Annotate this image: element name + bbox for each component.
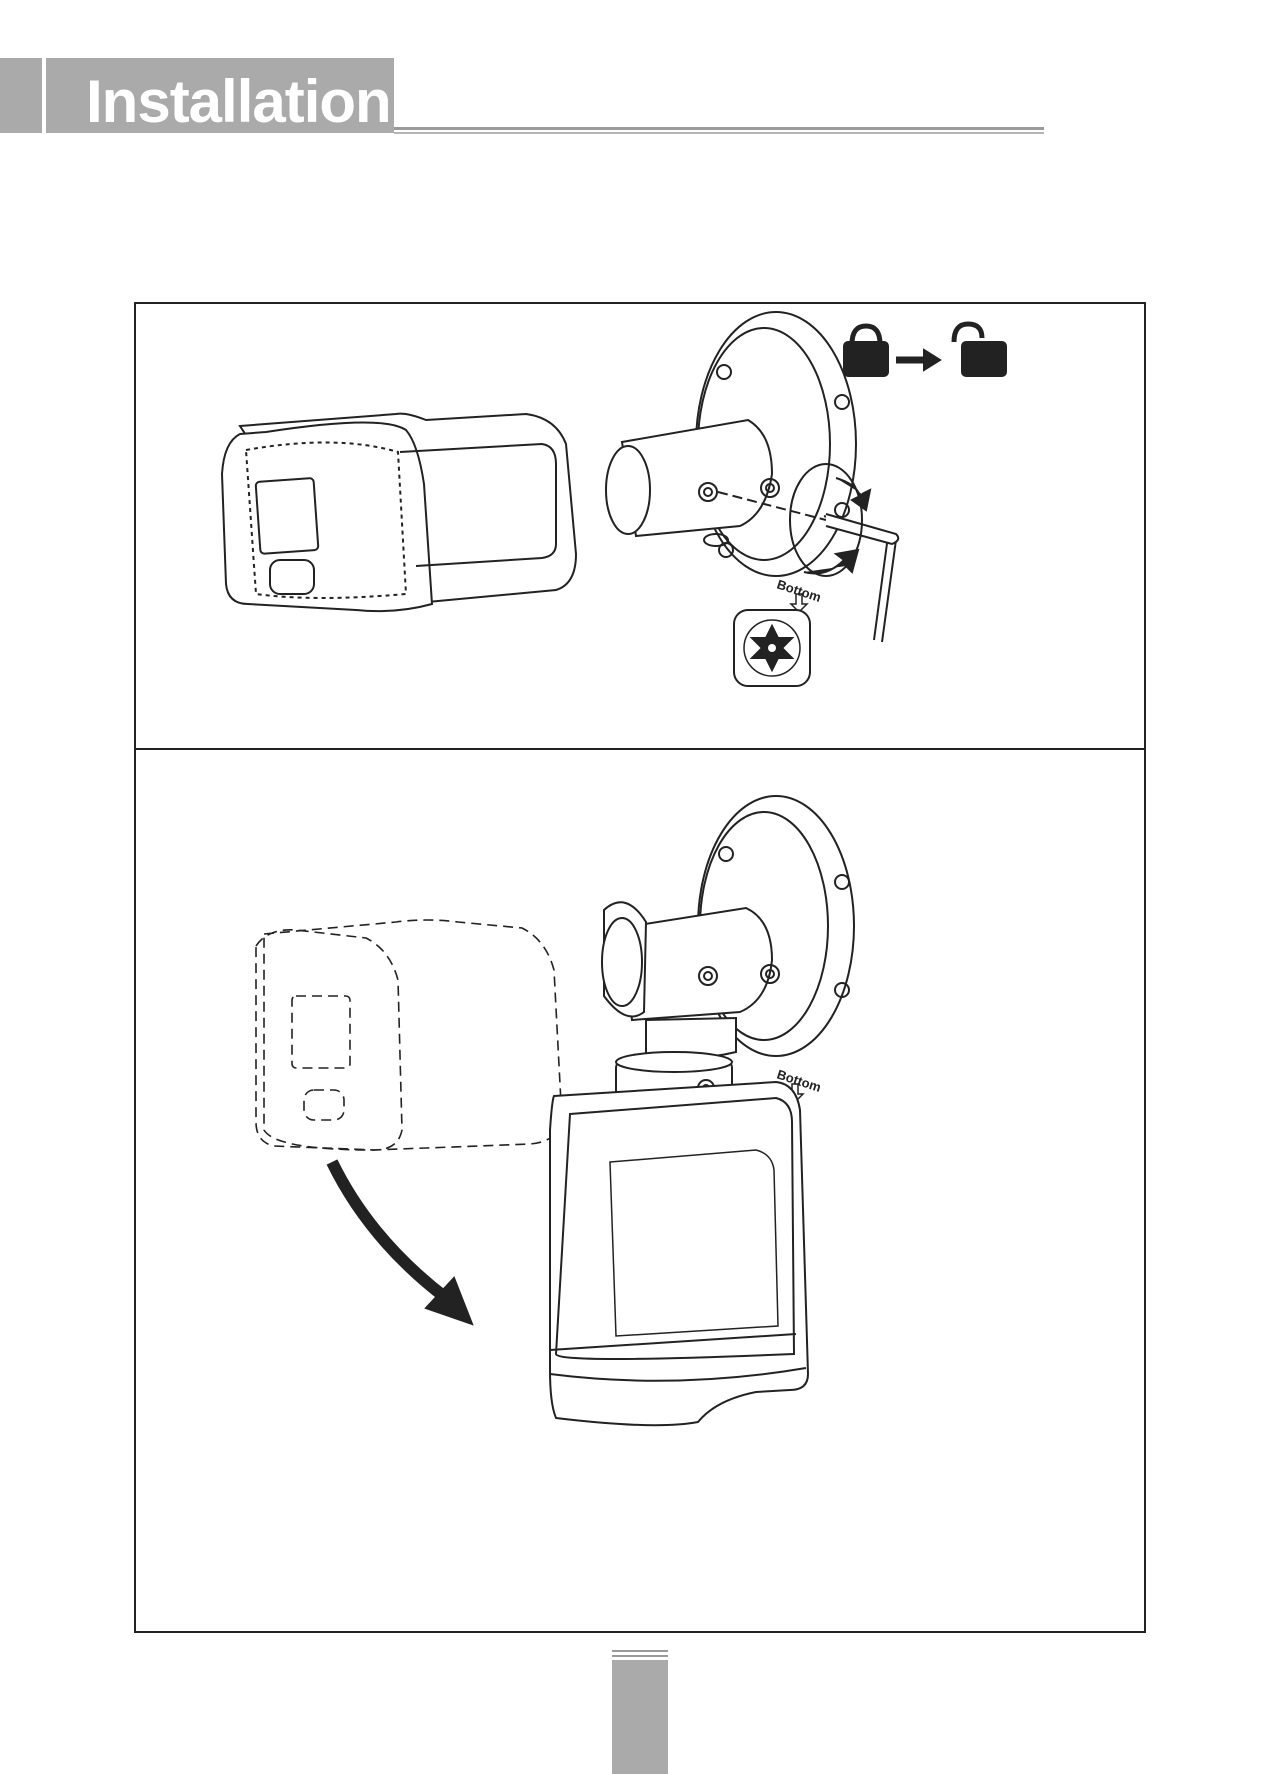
camera-body bbox=[222, 414, 576, 612]
step-1-illustration-panel: Bottom bbox=[134, 302, 1146, 750]
step-2-illustration-panel: Bottom bbox=[134, 748, 1146, 1633]
curved-arrow-down-icon bbox=[332, 1162, 472, 1324]
step-2-illustration: Bottom bbox=[136, 750, 1144, 1631]
camera-previous-position bbox=[256, 920, 562, 1150]
header-rule-secondary bbox=[394, 132, 1044, 134]
header-rule bbox=[394, 127, 1044, 130]
bottom-label: Bottom bbox=[775, 577, 823, 605]
page-number-tab bbox=[612, 1660, 668, 1774]
mount-arm bbox=[602, 902, 779, 1106]
lock-open-icon bbox=[954, 324, 1006, 376]
camera-body-rotated bbox=[550, 1082, 808, 1425]
page-title: Installation bbox=[86, 62, 391, 142]
lock-closed-icon bbox=[844, 326, 888, 376]
footer-rule-secondary bbox=[612, 1655, 668, 1657]
header-accent-block bbox=[0, 58, 42, 133]
footer-rule bbox=[612, 1650, 668, 1652]
step-1-illustration: Bottom bbox=[136, 304, 1144, 748]
arrow-right-icon bbox=[896, 350, 940, 370]
torx-screw-icon bbox=[734, 610, 810, 686]
